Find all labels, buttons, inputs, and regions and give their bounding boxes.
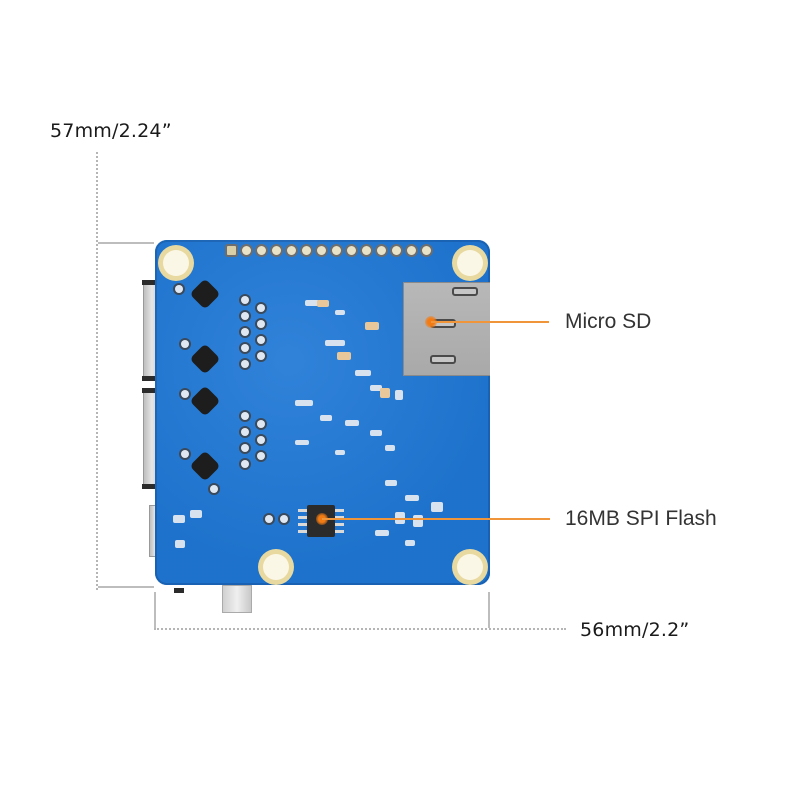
smd-component bbox=[370, 385, 382, 391]
chip-pin bbox=[335, 523, 344, 526]
via bbox=[241, 360, 249, 368]
smd-component bbox=[370, 430, 382, 436]
spi-flash-leader-line bbox=[322, 518, 550, 520]
via bbox=[241, 312, 249, 320]
smd-component bbox=[317, 300, 329, 307]
smd-component bbox=[320, 415, 332, 421]
smd-component bbox=[305, 300, 319, 306]
sd-slot-notch bbox=[452, 287, 478, 296]
via bbox=[257, 304, 265, 312]
header-pin bbox=[272, 246, 281, 255]
via bbox=[280, 515, 288, 523]
header-pin bbox=[407, 246, 416, 255]
via bbox=[265, 515, 273, 523]
chip-pin bbox=[298, 516, 307, 519]
smd-component bbox=[380, 388, 390, 398]
via bbox=[210, 485, 218, 493]
micro-sd-leader-line bbox=[431, 321, 549, 323]
via bbox=[257, 352, 265, 360]
smd-component bbox=[345, 420, 359, 426]
via bbox=[241, 444, 249, 452]
via bbox=[257, 420, 265, 428]
via bbox=[175, 285, 183, 293]
chip-pin bbox=[335, 509, 344, 512]
smd-component bbox=[295, 440, 309, 445]
chip-pin bbox=[298, 530, 307, 533]
header-pin bbox=[242, 246, 251, 255]
smd-component bbox=[355, 370, 371, 376]
smd-component bbox=[325, 340, 345, 346]
width-left-tick bbox=[154, 592, 156, 628]
mounting-hole-top-left bbox=[163, 250, 189, 276]
header-pin bbox=[302, 246, 311, 255]
via bbox=[241, 428, 249, 436]
width-right-tick bbox=[488, 592, 490, 628]
via bbox=[181, 450, 189, 458]
header-pin bbox=[377, 246, 386, 255]
header-pin bbox=[257, 246, 266, 255]
smd-component bbox=[295, 400, 313, 406]
micro-sd-label: Micro SD bbox=[565, 310, 652, 333]
width-dimension-label: 56mm/2.2” bbox=[580, 619, 690, 641]
pcb-board bbox=[155, 240, 490, 585]
header-pin bbox=[287, 246, 296, 255]
smd-component bbox=[413, 515, 423, 527]
smd-component bbox=[375, 530, 389, 536]
header-pin bbox=[347, 246, 356, 255]
smd-component bbox=[337, 352, 351, 360]
chip-pin bbox=[298, 509, 307, 512]
connector-cap bbox=[142, 376, 156, 381]
header-pin bbox=[362, 246, 371, 255]
smd-component bbox=[385, 480, 397, 486]
via bbox=[181, 390, 189, 398]
micro-sd-slot bbox=[403, 282, 490, 376]
header-pin bbox=[317, 246, 326, 255]
via bbox=[257, 452, 265, 460]
smd-component bbox=[335, 450, 345, 455]
height-top-tick bbox=[98, 242, 154, 244]
height-dimension-label: 57mm/2.24” bbox=[50, 120, 172, 142]
mounting-hole-bottom-left bbox=[263, 554, 289, 580]
smd-component bbox=[173, 515, 185, 523]
via bbox=[241, 460, 249, 468]
header-pin bbox=[422, 246, 431, 255]
bottom-component bbox=[174, 588, 184, 593]
height-bottom-tick bbox=[98, 586, 154, 588]
via bbox=[257, 336, 265, 344]
bottom-connector bbox=[222, 585, 252, 613]
height-dimension-line bbox=[96, 152, 98, 590]
via bbox=[241, 296, 249, 304]
smd-component bbox=[175, 540, 185, 548]
header-pin bbox=[227, 246, 236, 255]
spi-flash-label: 16MB SPI Flash bbox=[565, 507, 717, 530]
chip-pin bbox=[335, 516, 344, 519]
smd-component bbox=[405, 495, 419, 501]
mounting-hole-bottom-right bbox=[457, 554, 483, 580]
header-pin bbox=[392, 246, 401, 255]
chip-pin bbox=[298, 523, 307, 526]
smd-component bbox=[335, 310, 345, 315]
smd-component bbox=[365, 322, 379, 330]
header-pin bbox=[332, 246, 341, 255]
connector-cap bbox=[142, 388, 156, 393]
mounting-hole-top-right bbox=[457, 250, 483, 276]
via bbox=[257, 436, 265, 444]
via bbox=[257, 320, 265, 328]
connector-cap bbox=[142, 484, 156, 489]
smd-component bbox=[190, 510, 202, 518]
smd-component bbox=[405, 540, 415, 546]
chip-pin bbox=[335, 530, 344, 533]
sd-slot-notch bbox=[430, 355, 456, 364]
via bbox=[181, 340, 189, 348]
via bbox=[241, 412, 249, 420]
width-dimension-line bbox=[154, 628, 566, 630]
via bbox=[241, 344, 249, 352]
connector-cap bbox=[142, 280, 156, 285]
smd-component bbox=[431, 502, 443, 512]
smd-component bbox=[385, 445, 395, 451]
smd-component bbox=[395, 390, 403, 400]
via bbox=[241, 328, 249, 336]
